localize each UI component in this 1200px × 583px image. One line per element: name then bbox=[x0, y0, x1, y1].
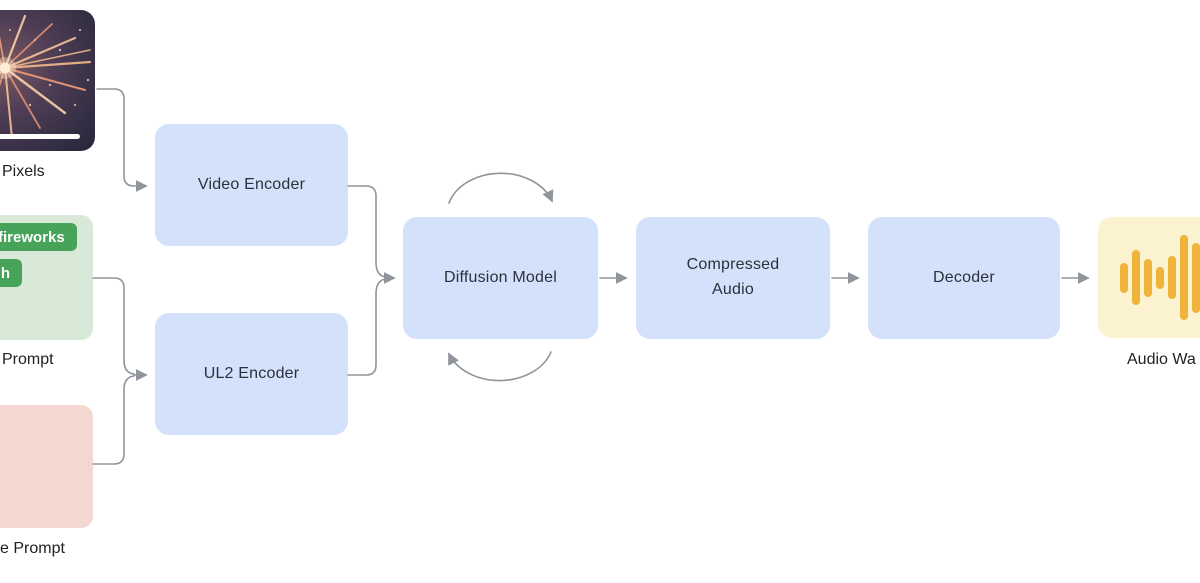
diffusion-model-node: Diffusion Model bbox=[403, 217, 598, 339]
arrow-video-to-encoder bbox=[96, 88, 148, 192]
compressed-audio-node: Compressed Audio bbox=[636, 217, 830, 339]
negative-prompt-caption: e Prompt bbox=[0, 540, 65, 557]
prompt-chip: fireworks bbox=[0, 223, 77, 251]
decoder-node: Decoder bbox=[868, 217, 1060, 339]
video-progress-bar bbox=[0, 134, 80, 139]
diffusion-model-label: Diffusion Model bbox=[444, 268, 557, 286]
fireworks-video-frame bbox=[0, 10, 95, 151]
negative-prompt-box bbox=[0, 405, 93, 528]
arrow-prompt-merge-bottom bbox=[92, 375, 135, 465]
ul2-encoder-label: UL2 Encoder bbox=[203, 364, 300, 382]
prompt-box: fireworks h bbox=[0, 215, 93, 340]
prompt-chip-label: fireworks bbox=[0, 228, 65, 246]
compressed-audio-label: Compressed Audio bbox=[686, 256, 780, 298]
ul2-encoder-node: UL2 Encoder bbox=[155, 313, 348, 435]
audio-waveform-caption: Audio Wa bbox=[1127, 351, 1196, 368]
video-pixels-caption: Pixels bbox=[2, 163, 45, 180]
fireworks-image bbox=[0, 10, 95, 151]
arrow-encoder-merge-bottom bbox=[347, 278, 387, 376]
arrow-encoder-merge-top bbox=[347, 185, 387, 278]
arrow-prompt-merge-top bbox=[92, 277, 135, 375]
decoder-label: Decoder bbox=[933, 268, 995, 286]
prompt-chip-label: h bbox=[0, 264, 10, 282]
audio-waveform-icon bbox=[1120, 217, 1200, 338]
loop-arc-top-icon bbox=[448, 172, 554, 204]
prompt-chip: h bbox=[0, 259, 22, 287]
prompt-caption: Prompt bbox=[2, 351, 54, 368]
video-encoder-node: Video Encoder bbox=[155, 124, 348, 246]
video-encoder-label: Video Encoder bbox=[197, 175, 306, 193]
loop-arc-bottom-icon bbox=[448, 351, 552, 382]
